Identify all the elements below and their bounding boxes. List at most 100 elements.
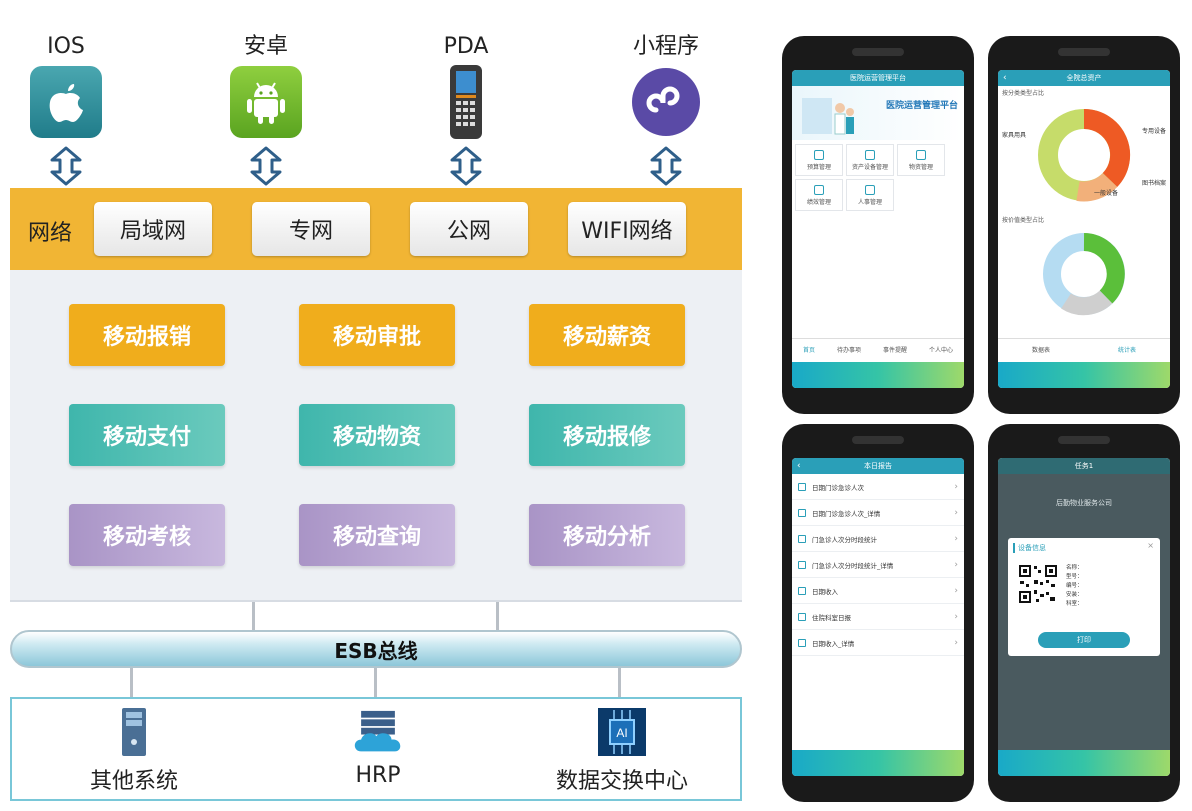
list-item-label: 门急诊人次分时段统计 (812, 535, 877, 544)
list-item-label: 日期门诊急诊人次_详情 (812, 509, 881, 518)
phone-mockup-platform-home: 医院运营管理平台 医院运营管理平台 预算管理 资产设备管理 物资管理 绩效管理 … (782, 36, 974, 414)
system-data-exchange: AI 数据交换中心 (522, 705, 722, 795)
server-icon (107, 705, 161, 759)
phone-mockup-asset-charts: ‹全院总资产 按分类类型占比 家具用具 专用设备 图书档案 一般设备 按价值类型… (988, 36, 1180, 414)
chevron-right-icon: › (954, 559, 958, 570)
bidirectional-arrow-icon (650, 146, 682, 186)
module-materials: 移动物资 (299, 404, 455, 466)
tile-hr[interactable]: 人事管理 (846, 179, 894, 211)
android-icon (230, 66, 302, 138)
connector-line (130, 666, 133, 698)
phone-title-bar: 任务1 (998, 458, 1170, 474)
qr-code-icon (1018, 564, 1058, 604)
svg-text:AI: AI (616, 726, 627, 740)
donut-chart-value (1043, 233, 1125, 316)
print-button[interactable]: 打印 (1038, 632, 1130, 648)
list-item[interactable]: 日期收入_详情 › (792, 630, 964, 656)
module-assessment: 移动考核 (69, 504, 225, 566)
system-other: 其他系统 (34, 705, 234, 795)
tile-performance[interactable]: 绩效管理 (795, 179, 843, 211)
list-item[interactable]: 住院科室日报› (792, 604, 964, 630)
tab-todo[interactable]: 待办事项 (836, 347, 861, 354)
phone-title: 医院运营管理平台 (850, 74, 906, 82)
bidirectional-arrow-icon (450, 146, 482, 186)
esb-bus: ESB总线 (10, 630, 742, 668)
apple-icon (30, 66, 102, 138)
platform-android: 安卓 (206, 34, 326, 190)
list-item-label: 日期门诊急诊人次 (812, 483, 864, 492)
phone-title-bar: 医院运营管理平台 (792, 70, 964, 86)
connector-line (496, 602, 499, 632)
tile-label: 人事管理 (857, 198, 882, 206)
field-label: 型号： (1066, 574, 1083, 580)
back-icon[interactable]: ‹ (797, 461, 801, 471)
list-item[interactable]: 日期收入› (792, 578, 964, 604)
platform-mini-program: 小程序 (606, 34, 726, 190)
org-chart-icon (798, 534, 806, 543)
phone-mockup-equipment-qr: 任务1 后勤物业服务公司 设备信息 × 名称： 型号： 编号： 安装： 科室： … (988, 424, 1180, 802)
phone-screen: ‹全院总资产 按分类类型占比 家具用具 专用设备 图书档案 一般设备 按价值类型… (998, 70, 1170, 388)
tile-budget[interactable]: 预算管理 (795, 144, 843, 176)
tab-home[interactable]: 首页 (802, 347, 815, 354)
list-item[interactable]: 门急诊人次分时段统计 › (792, 526, 964, 552)
equipment-info-modal: 设备信息 × 名称： 型号： 编号： 安装： 科室： 打印 (1008, 538, 1160, 656)
org-chart-icon (798, 612, 806, 621)
phone-gradient-footer (792, 362, 964, 388)
chevron-right-icon: › (954, 481, 958, 492)
phone-screen: ‹本日报告 日期门诊急诊人次 › 日期门诊急诊人次_详情 › 门急诊人次分时段统计 ›… (792, 458, 964, 776)
tab-stat-table[interactable]: 统计表 (1117, 347, 1136, 354)
list-item-label: 日期收入_详情 (812, 639, 855, 648)
org-chart-icon (798, 560, 806, 569)
field-label: 安装： (1066, 592, 1083, 598)
close-icon[interactable]: × (1147, 541, 1154, 550)
tile-icon (814, 184, 824, 195)
phone-screen: 医院运营管理平台 医院运营管理平台 预算管理 资产设备管理 物资管理 绩效管理 … (792, 70, 964, 388)
phone-title-bar: ‹本日报告 (792, 458, 964, 474)
bidirectional-arrow-icon (250, 146, 282, 186)
backend-systems: 其他系统 HRP AI 数据交换中心 (10, 697, 742, 801)
bar-chart-icon (798, 638, 806, 647)
platform-label: IOS (47, 34, 85, 59)
chevron-right-icon: › (954, 507, 958, 518)
tab-data-table[interactable]: 数据表 (1031, 347, 1050, 354)
network-title: 网络 (28, 221, 73, 246)
list-item[interactable]: 日期门诊急诊人次 › (792, 474, 964, 500)
connector-line (618, 666, 621, 698)
list-item[interactable]: 日期门诊急诊人次_详情 › (792, 500, 964, 526)
chevron-right-icon: › (954, 611, 958, 622)
list-item-label: 日期收入 (812, 587, 838, 596)
module-reimbursement: 移动报销 (69, 304, 225, 366)
network-chip-private: 专网 (252, 202, 370, 256)
list-item[interactable]: 门急诊人次分时段统计_详情› (792, 552, 964, 578)
bidirectional-arrow-icon (50, 146, 82, 186)
connector-line (252, 602, 255, 632)
tile-icon (814, 149, 824, 160)
platform-ios: IOS (6, 34, 126, 190)
field-label: 编号： (1066, 583, 1083, 589)
phone-banner: 医院运营管理平台 (792, 86, 964, 140)
org-chart-icon (798, 508, 806, 517)
tile-icon (865, 149, 875, 160)
modal-title: 设备信息 (1013, 543, 1155, 553)
chevron-right-icon: › (954, 533, 958, 544)
platform-label: PDA (443, 34, 489, 59)
modules-panel: 移动报销 移动审批 移动薪资 移动支付 移动物资 移动报修 移动考核 移动查询 … (10, 270, 742, 602)
back-icon[interactable]: ‹ (1003, 73, 1007, 83)
platform-label: 安卓 (243, 34, 288, 59)
donut-chart-category (1038, 108, 1131, 202)
pda-device-icon (430, 65, 502, 139)
phone-title: 全院总资产 (1066, 74, 1102, 82)
tile-materials[interactable]: 物资管理 (897, 144, 945, 176)
chevron-right-icon: › (954, 637, 958, 648)
connector-line (374, 666, 377, 698)
tab-alerts[interactable]: 事件提醒 (882, 347, 907, 354)
network-chip-public: 公网 (410, 202, 528, 256)
ai-chip-icon: AI (595, 705, 649, 759)
tile-label: 物资管理 (908, 163, 933, 171)
tab-profile[interactable]: 个人中心 (928, 347, 953, 354)
tile-assets[interactable]: 资产设备管理 (846, 144, 894, 176)
banner-title: 医院运营管理平台 (885, 101, 958, 111)
phone-gradient-footer (998, 362, 1170, 388)
module-approval: 移动审批 (299, 304, 455, 366)
tile-label: 预算管理 (806, 163, 831, 171)
